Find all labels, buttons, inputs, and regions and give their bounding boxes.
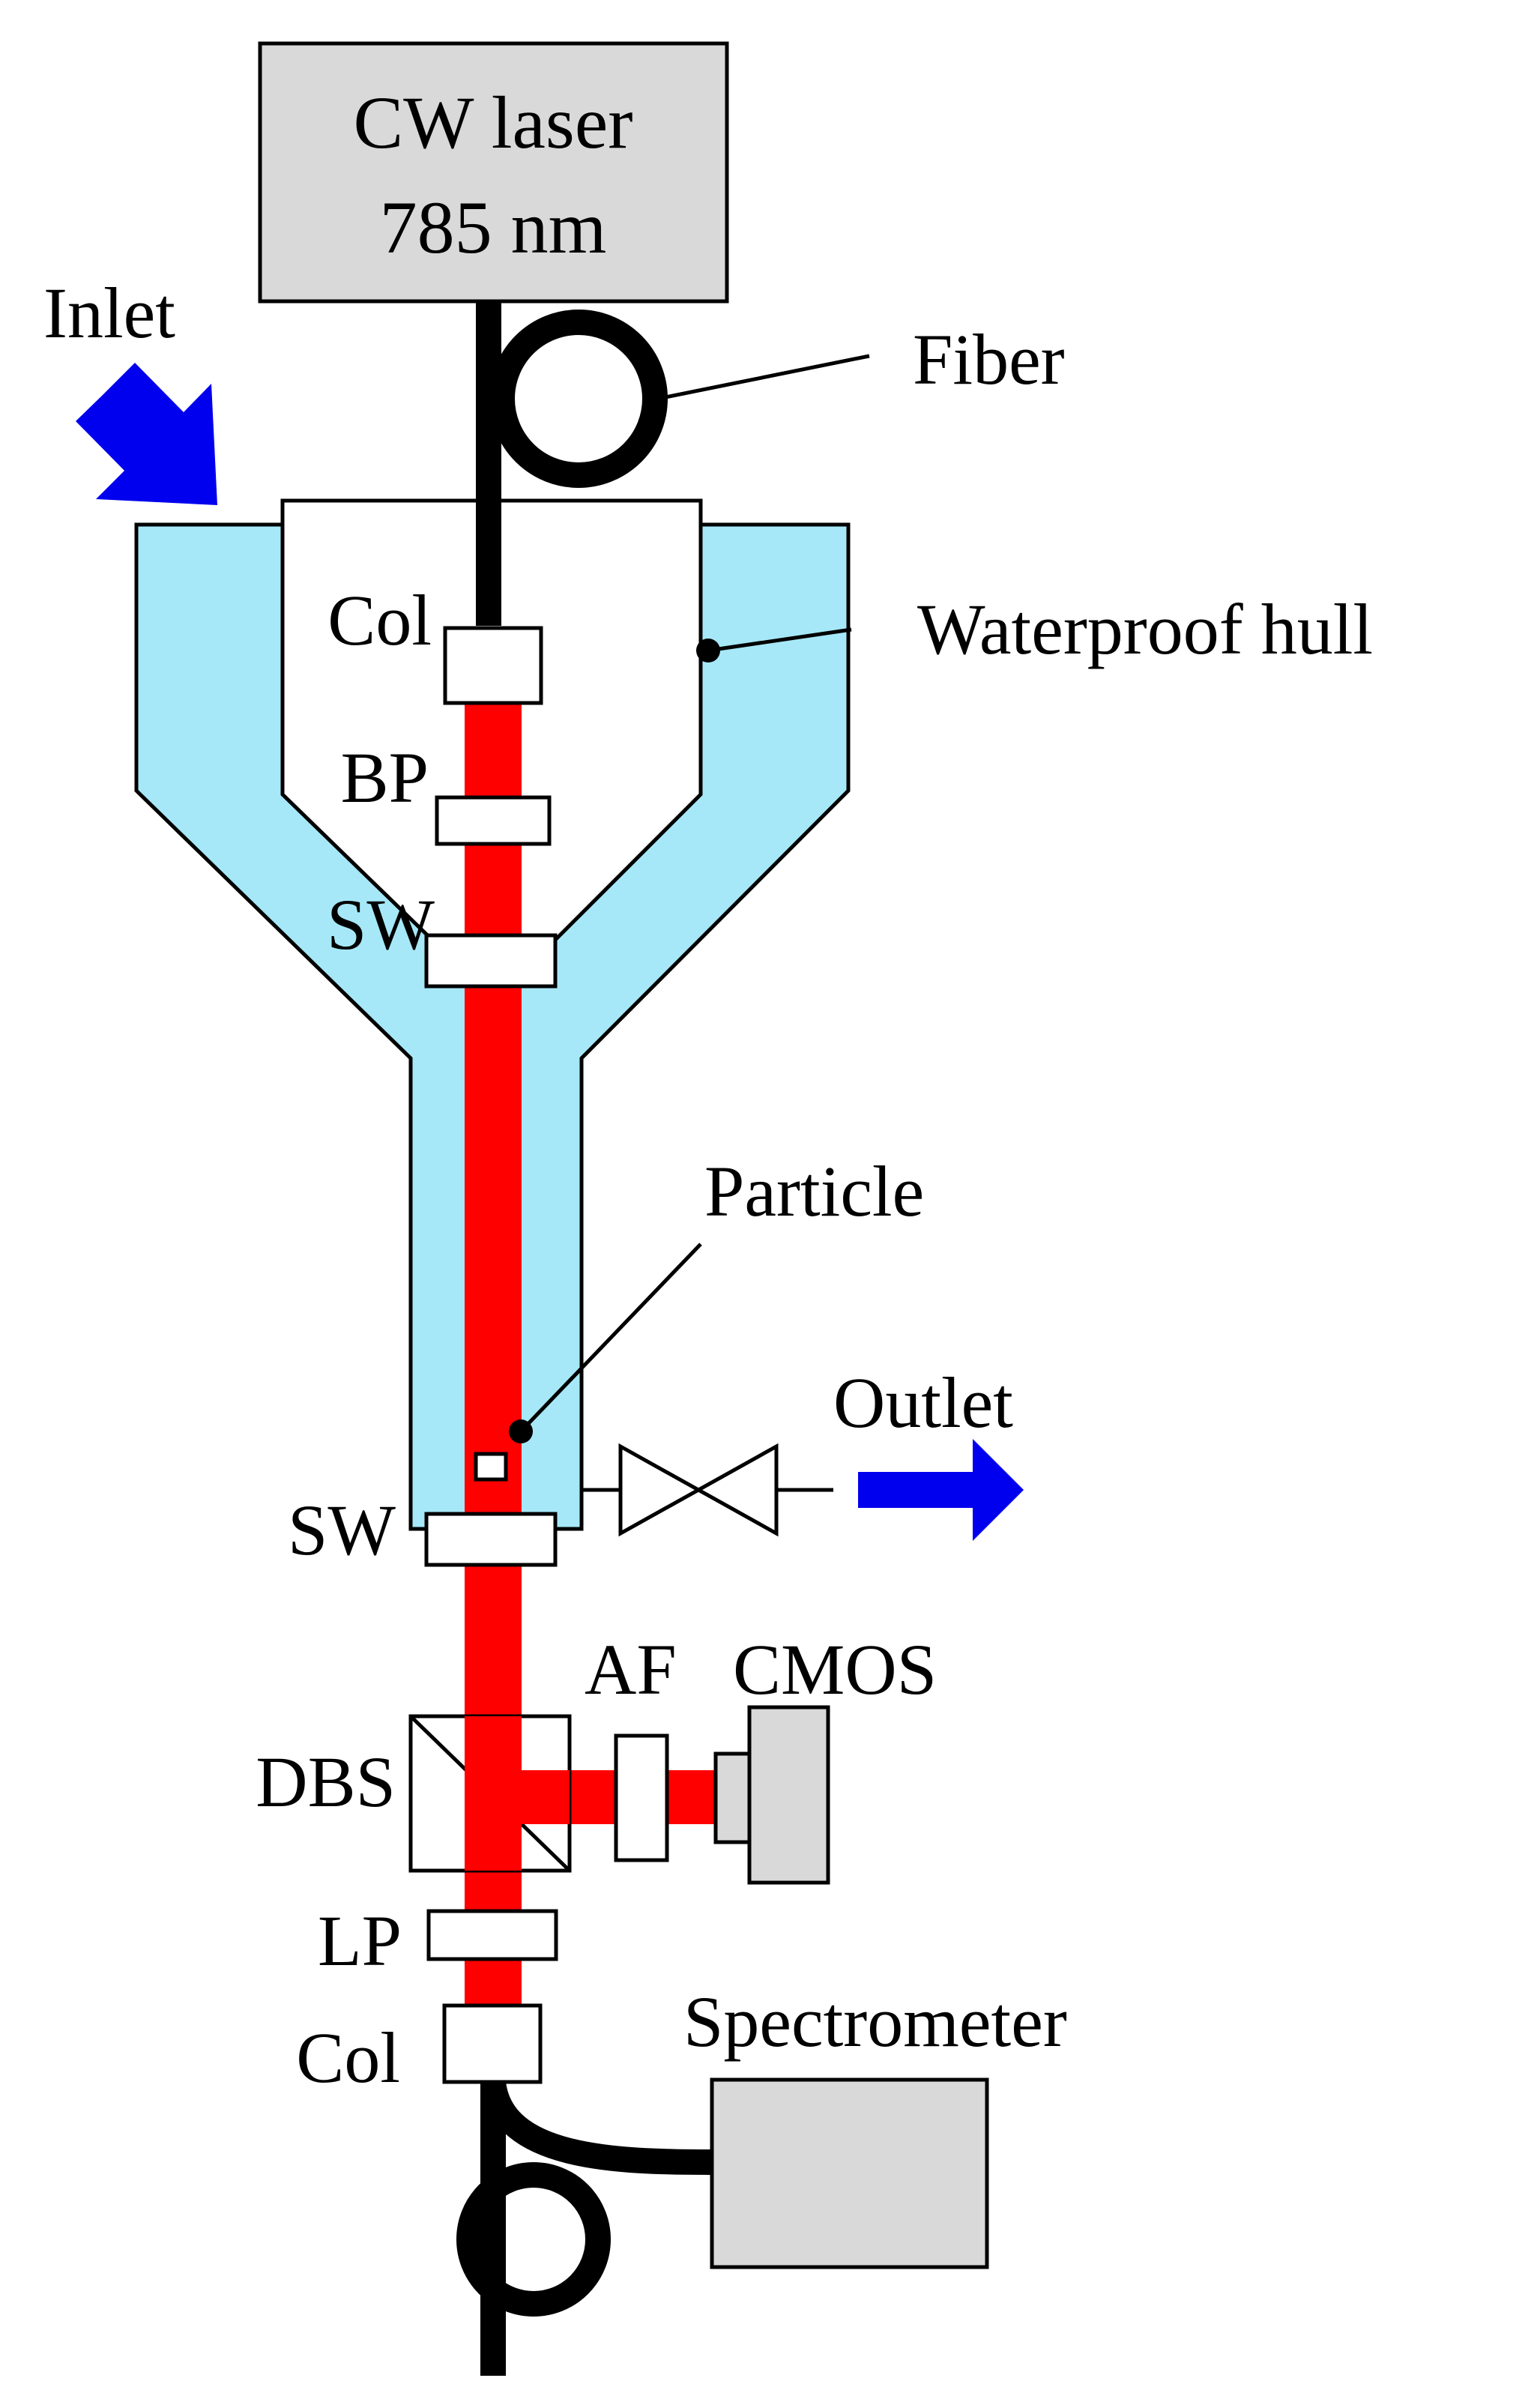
- label-lp: LP: [318, 1901, 402, 1981]
- spectrometer-box: [710, 2077, 989, 2269]
- label-af: AF: [585, 1629, 677, 1709]
- label-fiber: Fiber: [913, 319, 1065, 399]
- label-col-top: Col: [327, 580, 432, 660]
- output-fiber-line: [480, 2080, 713, 2376]
- laser-box: [258, 41, 729, 304]
- label-dbs: DBS: [256, 1742, 396, 1822]
- label-bp: BP: [341, 737, 429, 818]
- collimator-bottom: [442, 2003, 543, 2084]
- cw-laser: CW laser 785 nm: [258, 41, 729, 304]
- inlet-arrow: [76, 363, 217, 505]
- label-inlet: Inlet: [43, 273, 175, 353]
- sapphire-window-top: [424, 933, 558, 989]
- bandpass-filter: [435, 795, 552, 846]
- label-sw-top: SW: [327, 884, 435, 965]
- label-cmos: CMOS: [733, 1629, 937, 1709]
- input-fiber-loop: [489, 310, 668, 488]
- label-waterproof-hull: Waterproof hull: [917, 589, 1373, 669]
- label-spectrometer: Spectrometer: [683, 1982, 1067, 2062]
- hull-leader-dot: [696, 639, 720, 663]
- laser-label-line1: CW laser: [353, 81, 632, 164]
- sapphire-window-bottom: [424, 1512, 558, 1567]
- label-particle: Particle: [704, 1151, 924, 1231]
- attenuation-filter: [614, 1733, 669, 1862]
- particle-leader: [519, 1243, 702, 1433]
- valve-symbol: [618, 1443, 779, 1537]
- collimator-top: [443, 626, 543, 705]
- label-outlet: Outlet: [833, 1363, 1013, 1443]
- laser-label-line2: 785 nm: [380, 186, 607, 269]
- longpass-filter: [426, 1909, 558, 1961]
- particle-leader-dot: [509, 1419, 533, 1443]
- beam-reflect-dbs: [493, 1770, 570, 1824]
- cmos-camera: [713, 1705, 830, 1885]
- cmos-lens: [713, 1751, 752, 1844]
- particle: [474, 1452, 508, 1482]
- hull-leader: [707, 627, 852, 653]
- label-sw-bottom: SW: [288, 1490, 396, 1570]
- outlet-arrow: [858, 1439, 1024, 1541]
- cmos-body: [747, 1705, 830, 1885]
- fiber-leader: [657, 354, 870, 401]
- output-fiber-loop: [456, 2162, 611, 2317]
- fiber-leader-dot: [648, 389, 668, 408]
- output-fiber: [456, 2080, 713, 2376]
- outlet-valve: [582, 1443, 833, 1537]
- label-col-bottom: Col: [296, 2018, 400, 2098]
